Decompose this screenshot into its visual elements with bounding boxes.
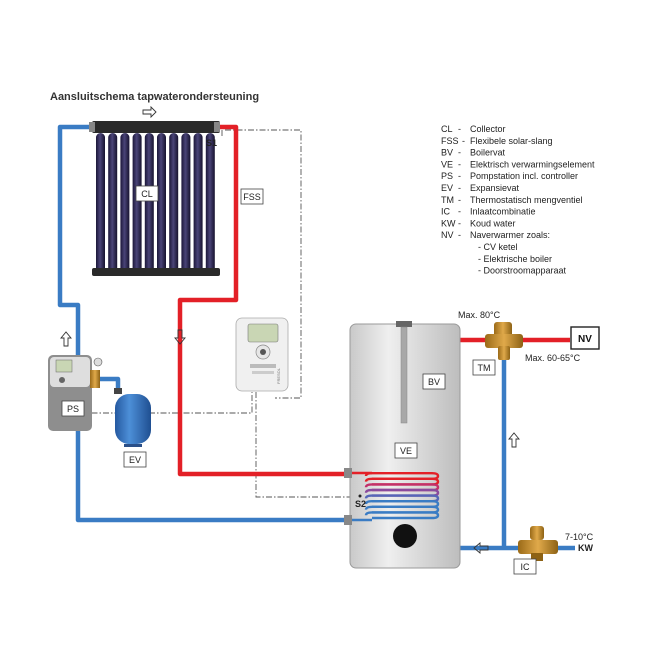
label-bv: BV (428, 377, 440, 387)
collector-tube (96, 133, 105, 276)
legend-desc: Expansievat (470, 183, 520, 193)
legend-item: IC-Inlaatcombinatie (441, 207, 536, 217)
legend-code: BV (441, 148, 453, 158)
label-ve: VE (400, 446, 412, 456)
label-ve-box (394, 442, 418, 459)
label-tm-box (472, 359, 496, 376)
collector-tube (144, 133, 154, 276)
label-cl-box (135, 185, 159, 202)
inlet-combination: IC 7-10°C KW (513, 526, 594, 575)
legend-desc: Naverwarmer zoals: (470, 230, 550, 240)
label-fss-box (240, 188, 264, 205)
legend-code: VE (441, 159, 453, 169)
legend-desc: Pompstation incl. controller (470, 171, 578, 181)
label-ic-box (513, 558, 537, 575)
cold-pipes (57, 124, 575, 551)
legend-dash: - (458, 195, 461, 205)
legend-dash: - (458, 148, 461, 158)
collector-tube (205, 133, 215, 276)
legend-code: FSS (441, 136, 459, 146)
legend-desc: Thermostatisch mengventiel (470, 195, 583, 205)
legend-desc: Inlaatcombinatie (470, 207, 536, 217)
legend-item: BV-Boilervat (441, 148, 506, 158)
collector-tube (169, 133, 179, 276)
collector-tube (157, 133, 166, 276)
diagram-title: Aansluitschema tapwaterondersteuning (50, 91, 259, 103)
legend-dash: - (458, 183, 461, 193)
label-cl: CL (141, 189, 153, 199)
label-nv: NV (578, 334, 592, 345)
legend-dash: - (458, 230, 461, 240)
solar-controller: FRESOL (235, 317, 289, 392)
legend-code: IC (441, 207, 451, 217)
legend-dash: - (458, 218, 461, 228)
sensor-s1-label: S1 (206, 138, 217, 148)
afterheater-box (570, 326, 600, 350)
flow-arrow-down (174, 329, 186, 345)
legend-dash: - (462, 136, 465, 146)
label-ev-box (123, 451, 147, 468)
legend-subitem: - Elektrische boiler (478, 254, 552, 264)
legend-code: KW (441, 218, 456, 228)
label-kw: KW (578, 543, 593, 553)
flow-arrow-up-left (60, 331, 72, 347)
label-ps-box (61, 400, 85, 417)
legend-desc: Flexibele solar-slang (470, 136, 553, 146)
legend-code: EV (441, 183, 453, 193)
legend-code: TM (441, 195, 454, 205)
coil-turn (364, 511, 440, 520)
collector-tube (181, 133, 191, 276)
legend-subitem: - CV ketel (478, 242, 518, 252)
legend-item: CL-Collector (441, 124, 506, 134)
collector-tubes (96, 133, 215, 276)
flow-arrow-left (473, 542, 489, 554)
flow-arrow-up-right (508, 432, 520, 448)
label-tm: TM (478, 363, 491, 373)
label-bv-box (422, 373, 446, 390)
thermostatic-mixing-valve: Max. 80°C Max. 60-65°C TM (458, 310, 581, 376)
legend-item: EV-Expansievat (441, 183, 520, 193)
label-ev: EV (129, 455, 141, 465)
solar-collector: CL S1 (89, 121, 220, 276)
sensor-wiring (80, 129, 355, 498)
label-fss: FSS (243, 192, 261, 202)
legend-subitem: - Doorstroomapparaat (478, 266, 567, 276)
pump-station: PS (48, 355, 103, 431)
legend-desc: Boilervat (470, 148, 506, 158)
collector-tube (193, 133, 203, 276)
cold-temp-label: 7-10°C (565, 532, 594, 542)
legend-item: VE-Elektrisch verwarmingselement (441, 159, 595, 169)
legend-desc: Elektrisch verwarmingselement (470, 159, 595, 169)
legend-item: NV-Naverwarmer zoals: (441, 230, 550, 240)
collector-tube (108, 133, 118, 276)
legend-dash: - (458, 171, 461, 181)
max-80-label: Max. 80°C (458, 310, 501, 320)
legend-item: FSS-Flexibele solar-slang (441, 136, 553, 146)
expansion-vessel: EV (114, 388, 151, 468)
sensor-s2-label: S2 (355, 499, 366, 509)
boiler-tank: BV VE S2 (344, 321, 461, 569)
flow-arrow-right (142, 105, 157, 119)
legend-desc: Collector (470, 124, 506, 134)
legend-item: KW-Koud water (441, 218, 516, 228)
legend-desc: Koud water (470, 218, 516, 228)
label-ps: PS (67, 404, 79, 414)
heat-exchanger-coil (352, 471, 440, 522)
legend-code: PS (441, 171, 453, 181)
legend-code: NV (441, 230, 454, 240)
legend-dash: - (458, 159, 461, 169)
controller-brand: FRESOL (276, 367, 281, 384)
label-ic: IC (521, 562, 531, 572)
legend-code: CL (441, 124, 453, 134)
collector-tube (132, 133, 142, 276)
legend-dash: - (458, 124, 461, 134)
legend-dash: - (458, 207, 461, 217)
legend-item: TM-Thermostatisch mengventiel (441, 195, 583, 205)
legend-item: PS-Pompstation incl. controller (441, 171, 578, 181)
collector-tube (120, 133, 130, 276)
max-60-65-label: Max. 60-65°C (525, 353, 581, 363)
